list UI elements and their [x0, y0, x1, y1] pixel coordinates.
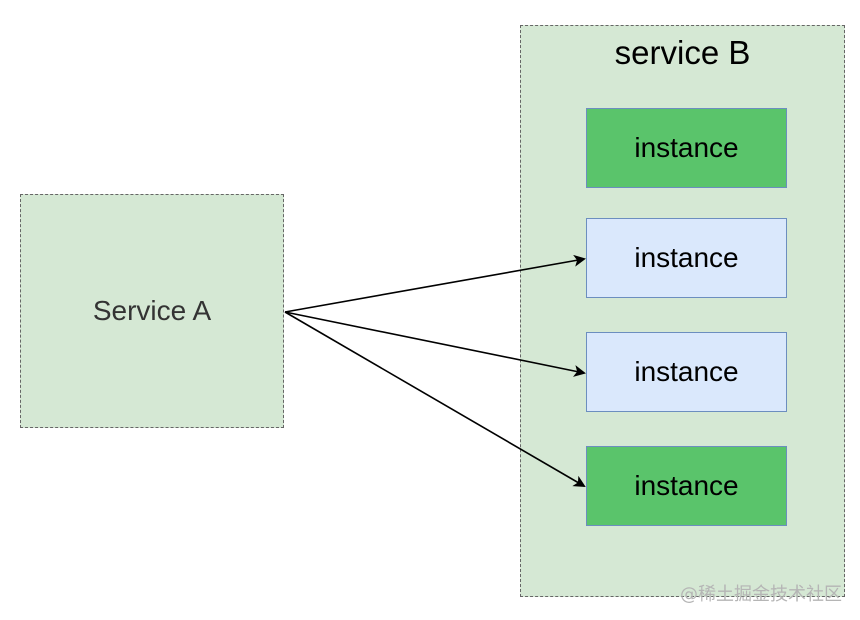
service-a-node: Service A [20, 194, 284, 428]
instance-label: instance [634, 132, 739, 163]
instance-node-2: instance [586, 218, 787, 298]
instance-label: instance [634, 470, 739, 501]
service-a-label: Service A [92, 295, 212, 326]
instance-node-1: instance [586, 108, 787, 188]
watermark: @稀土掘金技术社区 [680, 584, 842, 605]
instance-node-4: instance [586, 446, 787, 526]
instance-node-3: instance [586, 332, 787, 412]
instance-label: instance [634, 242, 739, 273]
instance-label: instance [634, 356, 739, 387]
service-b-label: service B [614, 34, 751, 71]
